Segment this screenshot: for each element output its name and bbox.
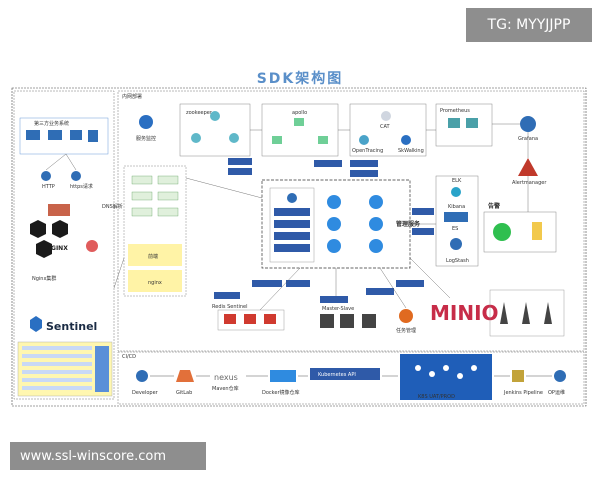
svg-text:Kubernetes API: Kubernetes API bbox=[318, 372, 356, 378]
tag-file-storage bbox=[366, 288, 394, 295]
third-party-box bbox=[19, 117, 109, 155]
internal-label: 内网部署 bbox=[122, 93, 142, 100]
internal-area bbox=[117, 90, 585, 352]
redis-label: Redis Sentinel bbox=[212, 304, 248, 310]
connectors bbox=[45, 123, 529, 311]
svg-text:Jenkins Pipeline: Jenkins Pipeline bbox=[503, 390, 543, 396]
core-items bbox=[274, 208, 310, 252]
tag-register bbox=[228, 158, 252, 165]
site-watermark: www.ssl-winscore.com bbox=[10, 442, 206, 470]
tag-log-view bbox=[412, 228, 434, 235]
phone-icon bbox=[532, 222, 542, 240]
sdk-architecture-diagram: 第三方业务系统 HTTP https请求 DNS解析 NGINX Nginx集群… bbox=[11, 87, 587, 407]
tag-discover bbox=[228, 168, 252, 175]
svg-text:Developer: Developer bbox=[132, 390, 159, 396]
logstash-label: LogStash bbox=[446, 258, 469, 264]
core-clouds bbox=[327, 195, 383, 253]
monitor-service bbox=[139, 115, 153, 129]
firewall-icon bbox=[48, 204, 70, 216]
tag-config bbox=[314, 160, 342, 167]
tag-trace bbox=[350, 160, 378, 167]
svg-text:nexus: nexus bbox=[214, 373, 238, 382]
left-section bbox=[13, 90, 115, 400]
nginx-inner-label: nginx bbox=[148, 280, 162, 286]
app-stack bbox=[123, 165, 187, 297]
tag-task-schedule bbox=[396, 280, 424, 287]
tag-config-cache bbox=[320, 296, 348, 303]
svg-text:Docker镜像仓库: Docker镜像仓库 bbox=[262, 389, 300, 396]
cicd-label: CI/CD bbox=[122, 354, 136, 360]
cicd-labels: Developer GitLab Maven仓库 Docker镜像仓库 K8S … bbox=[132, 385, 565, 400]
telegram-badge: TG: MYYJJPP bbox=[466, 8, 592, 42]
svg-text:GitLab: GitLab bbox=[176, 390, 192, 396]
outer-frame bbox=[11, 87, 587, 407]
dashboard-side bbox=[95, 346, 109, 392]
redis-icons bbox=[224, 314, 276, 324]
skwalking-label: SkWalking bbox=[398, 148, 424, 154]
redis-box bbox=[217, 309, 285, 331]
alertmanager-icon bbox=[518, 158, 538, 176]
grafana-icon bbox=[520, 116, 536, 132]
alarm-box bbox=[483, 211, 557, 253]
alertmanager-label: Alertmanager bbox=[512, 180, 547, 186]
es-label: ES bbox=[452, 226, 458, 232]
nginx-caption: Nginx集群 bbox=[32, 275, 56, 282]
dashboard-rows bbox=[22, 346, 92, 390]
tag-metric bbox=[350, 170, 378, 177]
dns-label: DNS解析 bbox=[102, 203, 123, 210]
http-label: HTTP bbox=[42, 184, 55, 190]
cat-label: CAT bbox=[380, 124, 391, 130]
nginx-inner-box bbox=[128, 270, 182, 292]
zookeeper-label: zookeeper bbox=[186, 110, 213, 116]
elk-label: ELK bbox=[452, 178, 462, 184]
alarm-label: 告警 bbox=[488, 202, 500, 210]
minio-logo: MINIO bbox=[430, 301, 499, 325]
svg-text:K8S UAT/PROD: K8S UAT/PROD bbox=[418, 394, 455, 400]
apollo-label: apollo bbox=[292, 110, 307, 116]
prometheus-label: Prometheus bbox=[440, 108, 470, 114]
opentracing-label: OpenTracing bbox=[352, 148, 383, 154]
app-modules bbox=[131, 175, 179, 217]
svg-text:Maven仓库: Maven仓库 bbox=[212, 385, 239, 392]
db-icons bbox=[320, 314, 376, 328]
waf-icon bbox=[86, 240, 98, 252]
zk-icons bbox=[191, 111, 239, 143]
apollo-icons bbox=[272, 118, 328, 144]
kibana-label: Kibana bbox=[448, 204, 465, 210]
mgmt-label: 管理服务 bbox=[396, 220, 421, 228]
tag-left bbox=[214, 292, 240, 299]
svg-text:Sentinel: Sentinel bbox=[46, 320, 97, 333]
http-icons bbox=[41, 171, 81, 181]
https-label: https请求 bbox=[70, 183, 93, 190]
core-inner bbox=[269, 187, 315, 263]
svg-text:NGINX: NGINX bbox=[46, 245, 68, 252]
rocket-icons bbox=[500, 302, 552, 324]
svg-text:OP运维: OP运维 bbox=[548, 389, 565, 396]
master-slave-label: Master-Slave bbox=[322, 306, 354, 312]
frontend-label: 前端 bbox=[148, 253, 158, 260]
task-mgmt-label: 任务管理 bbox=[396, 327, 416, 334]
task-icon bbox=[399, 309, 413, 323]
prometheus-box bbox=[435, 103, 493, 147]
third-party-label: 第三方业务系统 bbox=[34, 120, 69, 127]
tag-auth-cache bbox=[252, 280, 282, 287]
sentinel-logo: Sentinel bbox=[30, 316, 97, 333]
elk-box bbox=[435, 175, 479, 267]
cicd-pipeline: nexus Kubernetes API bbox=[136, 354, 566, 400]
tag-user-info bbox=[286, 280, 310, 287]
diagram-title: SDK架构图 bbox=[256, 71, 344, 87]
cicd-section bbox=[117, 351, 585, 405]
tag-log-collect bbox=[412, 208, 434, 215]
monitor-label: 服务监控 bbox=[136, 135, 156, 142]
wechat-icon bbox=[493, 223, 511, 241]
monitor-icons bbox=[26, 130, 98, 142]
rockets-box bbox=[489, 289, 565, 337]
nginx-cluster: NGINX bbox=[30, 220, 68, 258]
frontend-box bbox=[128, 244, 182, 266]
